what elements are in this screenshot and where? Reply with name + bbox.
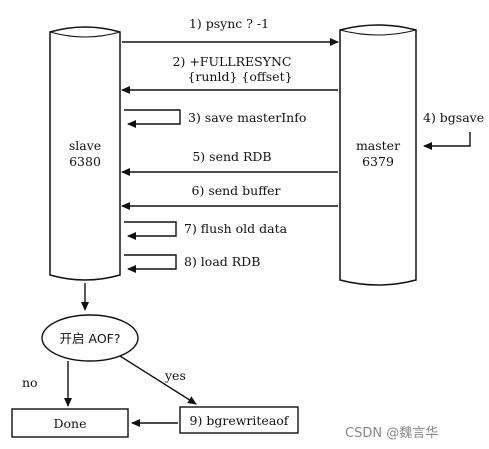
done-node: Done [11,408,129,438]
decision-node: 开启 AOF? [41,314,139,362]
label-fullresync: 2) +FULLRESYNC [173,54,292,69]
label-yes: yes [164,368,186,383]
slave-node: slave 6380 [49,26,121,281]
label-psync: 1) psync ? -1 [189,16,269,31]
label-bgsave: 4) bgsave [423,110,484,125]
label-save-masterinfo: 3) save masterInfo [188,110,306,125]
watermark: CSDN @魏言华 [345,426,438,441]
arrow-yes [119,355,197,405]
arrow-save-masterinfo [124,109,181,128]
master-node: master 6379 [339,24,417,286]
arrow-bgsave [423,132,471,150]
slave-port: 6380 [69,154,101,169]
label-send-buffer: 6) send buffer [192,183,281,198]
label-flush-old-data: 7) flush old data [184,221,288,236]
decision-label: 开启 AOF? [60,331,121,346]
bgrewriteaof-node: 9) bgrewriteaof [179,406,299,434]
arrow-load-rdb [124,254,177,273]
master-port: 6379 [362,154,394,169]
label-send-rdb: 5) send RDB [192,149,271,164]
arrow-flush-old-data [124,221,177,240]
master-label: master [356,138,400,153]
bgrewriteaof-label: 9) bgrewriteaof [190,413,290,428]
label-runid-offset: {runld} {offset} [187,69,292,84]
slave-label: slave [69,138,101,153]
label-load-rdb: 8) load RDB [184,254,260,269]
done-label: Done [54,416,87,431]
label-no: no [22,375,38,390]
